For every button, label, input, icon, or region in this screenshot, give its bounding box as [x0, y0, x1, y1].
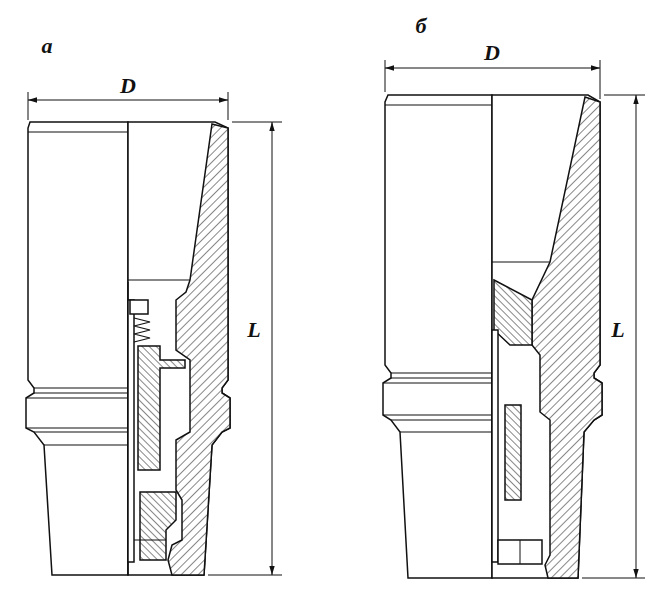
seat-ring [494, 280, 532, 345]
groove-line [383, 382, 492, 383]
extension-line [604, 95, 645, 96]
exterior-half [26, 122, 128, 575]
extension-line [232, 122, 282, 123]
dimension-label: D [482, 41, 502, 65]
extension-line [28, 92, 29, 120]
groove-line [26, 427, 128, 428]
contour-lines [26, 132, 190, 575]
dimension-label: L [245, 318, 262, 342]
valve-stem [492, 330, 498, 562]
dimension-label: D [118, 74, 138, 98]
valve-seat [140, 492, 176, 560]
groove-line [391, 377, 492, 378]
lower-nut [498, 540, 542, 564]
dimensions [28, 60, 645, 578]
groove-line [391, 419, 492, 420]
dimension-line [28, 100, 228, 101]
figure-letter: а [40, 34, 55, 58]
seat-line [134, 540, 166, 541]
groove-line [34, 387, 128, 388]
body-wall [532, 97, 602, 578]
dimension-line [272, 122, 273, 575]
groove-line [26, 397, 128, 398]
spring [134, 318, 150, 342]
extension-line [600, 60, 601, 99]
groove-line [34, 392, 128, 393]
groove-line [383, 414, 492, 415]
rim-line [385, 104, 492, 105]
figure-letter: б [414, 14, 429, 38]
body-wall [168, 124, 230, 575]
valve-stem [128, 300, 134, 562]
rim-line [28, 131, 128, 132]
extension-line [208, 575, 282, 576]
bore-line [492, 261, 550, 262]
dimension-line [636, 95, 637, 578]
bore-line [128, 279, 190, 280]
contour-lines [383, 105, 550, 432]
nut-line [520, 540, 521, 564]
guide-body [138, 346, 185, 470]
shoulder-line [44, 444, 128, 445]
valve-b [383, 95, 602, 578]
dimension-label: L [609, 318, 626, 342]
exterior-half [383, 95, 492, 578]
extension-line [385, 60, 386, 92]
stem-nut [130, 300, 148, 314]
valve-a [26, 122, 230, 575]
section-half [492, 95, 602, 578]
groove-line [34, 431, 128, 432]
section-half [128, 122, 230, 575]
extension-line [228, 92, 229, 120]
shoulder-line [400, 431, 492, 432]
sleeve [505, 405, 521, 500]
dimension-line [385, 68, 600, 69]
groove-line [391, 372, 492, 373]
